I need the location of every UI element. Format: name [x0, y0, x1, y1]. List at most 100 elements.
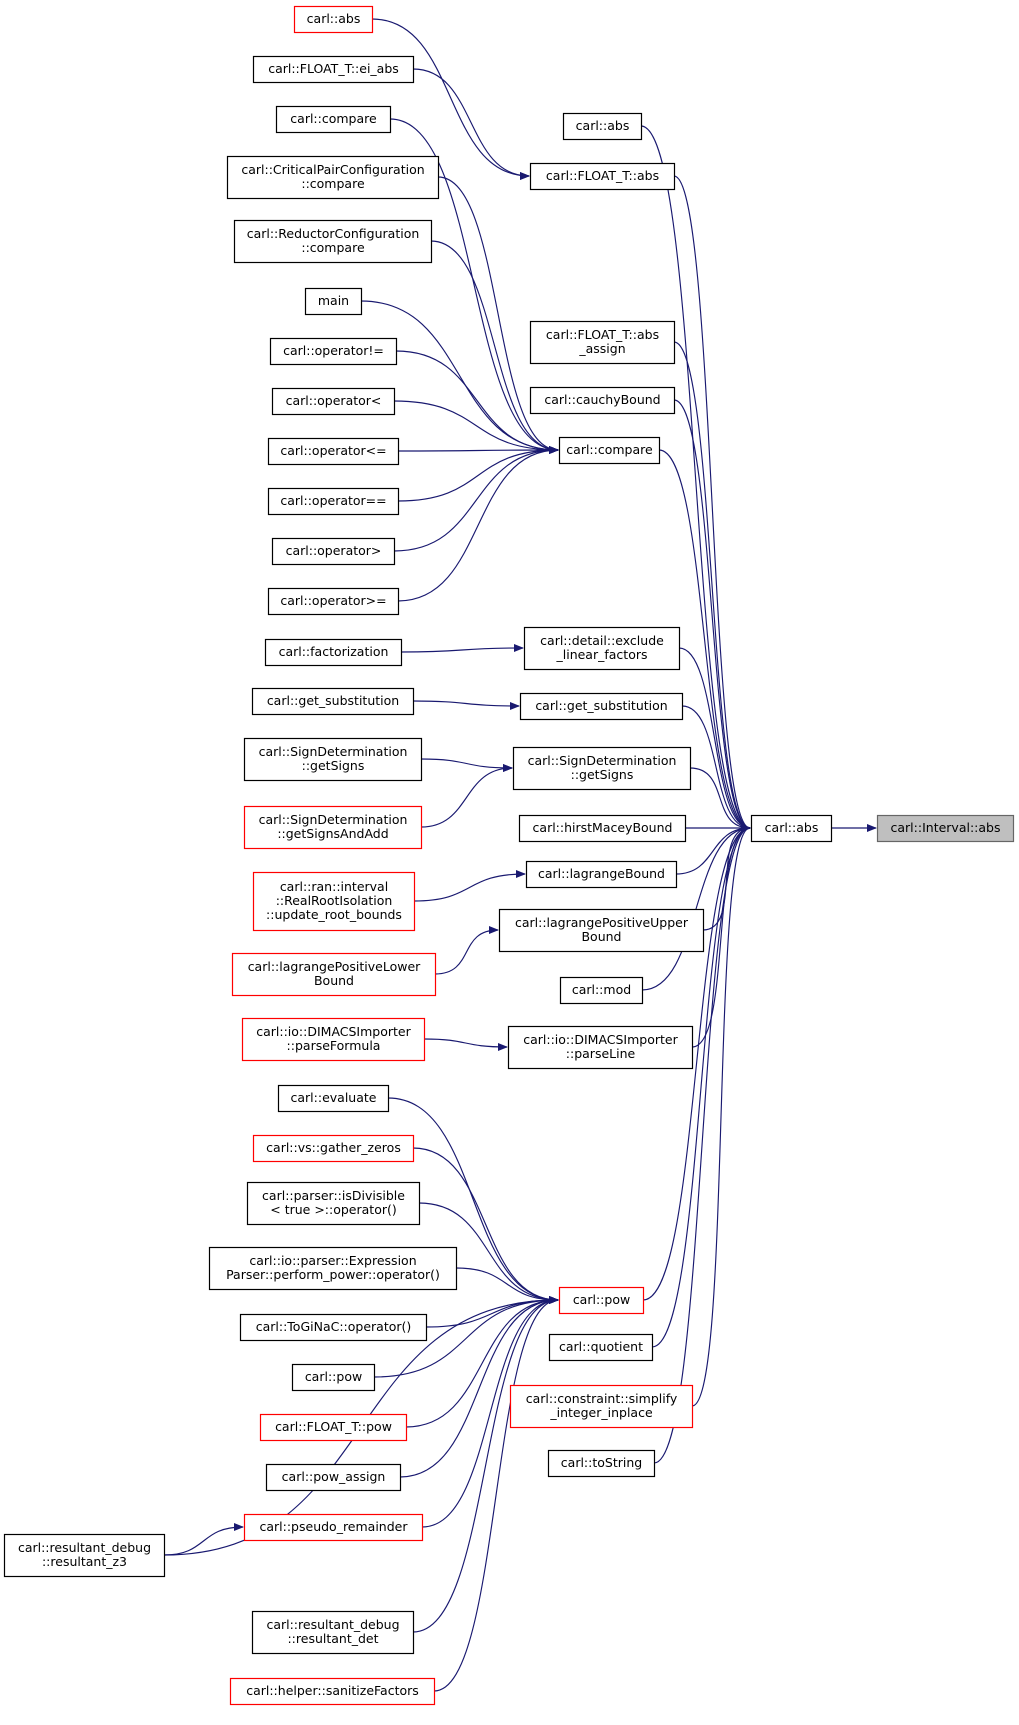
node-carl-float-t-abs[interactable]: carl::FLOAT_T::abs	[529, 162, 676, 191]
node-carl-lagrangebound[interactable]: carl::lagrangeBound	[525, 860, 678, 889]
node-label: carl::pow	[573, 1292, 630, 1307]
node-carl-factorization[interactable]: carl::factorization	[264, 638, 403, 667]
node-label: carl::compare	[290, 111, 377, 126]
node-carl-toginac-operator[interactable]: carl::ToGiNaC::operator()	[239, 1313, 428, 1342]
node-box	[876, 814, 1015, 843]
node-carl-operator[interactable]: carl::operator>=	[267, 587, 400, 616]
node-box	[291, 1363, 376, 1392]
node-carl-helper-sanitizefactors[interactable]: carl::helper::sanitizeFactors	[229, 1677, 436, 1706]
node-carl-compare[interactable]: carl::compare	[275, 105, 392, 134]
node-label: carl::resultant_debug	[18, 1540, 151, 1555]
node-label: carl::pseudo_remainder	[259, 1519, 408, 1534]
node-box	[558, 1286, 645, 1315]
node-box	[231, 952, 437, 997]
node-box	[243, 737, 423, 782]
node-box	[246, 1181, 421, 1226]
node-box	[529, 162, 676, 191]
node-label: carl::abs	[765, 820, 819, 835]
node-box	[226, 155, 440, 200]
edge-n_ran_update-to-m_lagrange	[413, 870, 526, 902]
node-label: main	[318, 293, 349, 308]
node-label: carl::operator>	[286, 543, 382, 558]
node-carl-signdetermination-getsigns[interactable]: carl::SignDetermination::getSigns	[243, 737, 423, 782]
node-label: carl::get_substitution	[535, 698, 667, 713]
node-box	[523, 626, 681, 671]
node-label: carl::parser::isDivisible	[262, 1188, 405, 1203]
node-carl-evaluate[interactable]: carl::evaluate	[277, 1084, 390, 1113]
node-carl-pow[interactable]: carl::pow	[291, 1363, 376, 1392]
node-carl-pseudo-remainder[interactable]: carl::pseudo_remainder	[243, 1513, 424, 1542]
node-carl-float-t-ei-abs[interactable]: carl::FLOAT_T::ei_abs	[252, 55, 415, 84]
node-carl-pow[interactable]: carl::pow	[558, 1286, 645, 1315]
edge-n_isdivisible-to-m_pow	[418, 1202, 559, 1304]
node-carl-detail-exclude-linear-factors[interactable]: carl::detail::exclude_linear_factors	[523, 626, 681, 671]
node-carl-float-t-pow[interactable]: carl::FLOAT_T::pow	[259, 1413, 408, 1442]
edge-n_op_le-to-m_compare	[397, 446, 559, 455]
node-carl-operator[interactable]: carl::operator>	[271, 537, 396, 566]
node-carl-abs[interactable]: carl::abs	[562, 112, 643, 141]
node-carl-io-dimacsimporter-parseline[interactable]: carl::io::DIMACSImporter::parseLine	[507, 1025, 694, 1070]
node-label: ::parseLine	[566, 1046, 636, 1061]
node-carl-parser-isdivisible-true-operator[interactable]: carl::parser::isDivisible< true >::opera…	[246, 1181, 421, 1226]
node-carl-vs-gather-zeros[interactable]: carl::vs::gather_zeros	[252, 1134, 415, 1163]
node-carl-io-parser-expression-parser-perform-power-operator[interactable]: carl::io::parser::ExpressionParser::perf…	[208, 1246, 458, 1291]
node-label: carl::ran::interval	[280, 879, 388, 894]
node-box	[265, 1463, 402, 1492]
edge-m_get_subst-to-abs_main	[681, 705, 751, 832]
edge-n_factorization-to-m_exclude	[400, 644, 524, 653]
node-label: carl::io::DIMACSImporter	[256, 1024, 411, 1039]
node-label: ::RealRootIsolation	[276, 893, 393, 908]
edge-n_sd_getsigns_l-to-m_getsigns	[420, 758, 513, 772]
node-box	[251, 1610, 415, 1655]
node-carl-operator[interactable]: carl::operator==	[267, 487, 400, 516]
node-carl-criticalpairconfiguration-compare[interactable]: carl::CriticalPairConfiguration::compare	[226, 155, 440, 200]
node-carl-resultant-debug-resultant-z3[interactable]: carl::resultant_debug::resultant_z3	[3, 1533, 166, 1578]
node-box	[3, 1533, 166, 1578]
node-carl-reductorconfiguration-compare[interactable]: carl::ReductorConfiguration::compare	[233, 219, 433, 264]
node-label: carl::io::DIMACSImporter	[523, 1032, 678, 1047]
node-carl-signdetermination-getsigns[interactable]: carl::SignDetermination::getSigns	[512, 746, 692, 791]
edge-n_sd_getsignsadd-to-m_getsigns	[420, 764, 513, 828]
node-box	[252, 1134, 415, 1163]
node-carl-mod[interactable]: carl::mod	[559, 976, 644, 1005]
node-carl-get-substitution[interactable]: carl::get_substitution	[519, 692, 684, 721]
edge-m_simplify-to-abs_main	[691, 824, 751, 1407]
node-box	[233, 219, 433, 264]
node-carl-ran-interval-realrootisolation-update-root-bounds[interactable]: carl::ran::interval::RealRootIsolation::…	[252, 871, 416, 932]
node-carl-resultant-debug-resultant-det[interactable]: carl::resultant_debug::resultant_det	[251, 1610, 415, 1655]
node-label: ::update_root_bounds	[266, 907, 402, 922]
node-label: carl::toString	[561, 1455, 642, 1470]
node-carl-operator[interactable]: carl::operator<	[271, 387, 396, 416]
node-box	[243, 1513, 424, 1542]
node-label: carl::lagrangeBound	[538, 866, 665, 881]
node-carl-abs[interactable]: carl::abs	[293, 5, 374, 34]
node-label: carl::operator<=	[280, 443, 386, 458]
node-carl-hirstmaceybound[interactable]: carl::hirstMaceyBound	[518, 814, 687, 843]
node-carl-get-substitution[interactable]: carl::get_substitution	[251, 687, 415, 716]
node-carl-interval-abs[interactable]: carl::Interval::abs	[876, 814, 1015, 843]
node-carl-signdetermination-getsignsandadd[interactable]: carl::SignDetermination::getSignsAndAdd	[243, 805, 423, 850]
node-label: carl::SignDetermination	[528, 753, 677, 768]
node-label: carl::pow	[305, 1369, 362, 1384]
node-carl-abs[interactable]: carl::abs	[750, 814, 833, 843]
node-carl-constraint-simplify-integer-inplace[interactable]: carl::constraint::simplify_integer_inpla…	[509, 1384, 694, 1429]
node-carl-compare[interactable]: carl::compare	[558, 436, 661, 465]
node-carl-operator[interactable]: carl::operator!=	[269, 337, 398, 366]
node-carl-quotient[interactable]: carl::quotient	[548, 1333, 654, 1362]
node-carl-operator[interactable]: carl::operator<=	[267, 437, 400, 466]
node-box	[559, 976, 644, 1005]
node-main[interactable]: main	[304, 287, 363, 316]
node-label: _integer_inplace	[549, 1405, 653, 1420]
node-carl-cauchybound[interactable]: carl::cauchyBound	[529, 386, 676, 415]
node-label: carl::factorization	[279, 644, 389, 659]
node-carl-pow-assign[interactable]: carl::pow_assign	[265, 1463, 402, 1492]
node-carl-tostring[interactable]: carl::toString	[547, 1449, 656, 1478]
edge-n_main-to-m_compare	[360, 300, 559, 454]
node-carl-float-t-abs-assign[interactable]: carl::FLOAT_T::abs_assign	[529, 320, 676, 365]
node-label: _linear_factors	[556, 647, 648, 662]
node-carl-io-dimacsimporter-parseformula[interactable]: carl::io::DIMACSImporter::parseFormula	[241, 1017, 426, 1062]
edge-n_get_subst_l-to-m_get_subst	[412, 700, 520, 710]
